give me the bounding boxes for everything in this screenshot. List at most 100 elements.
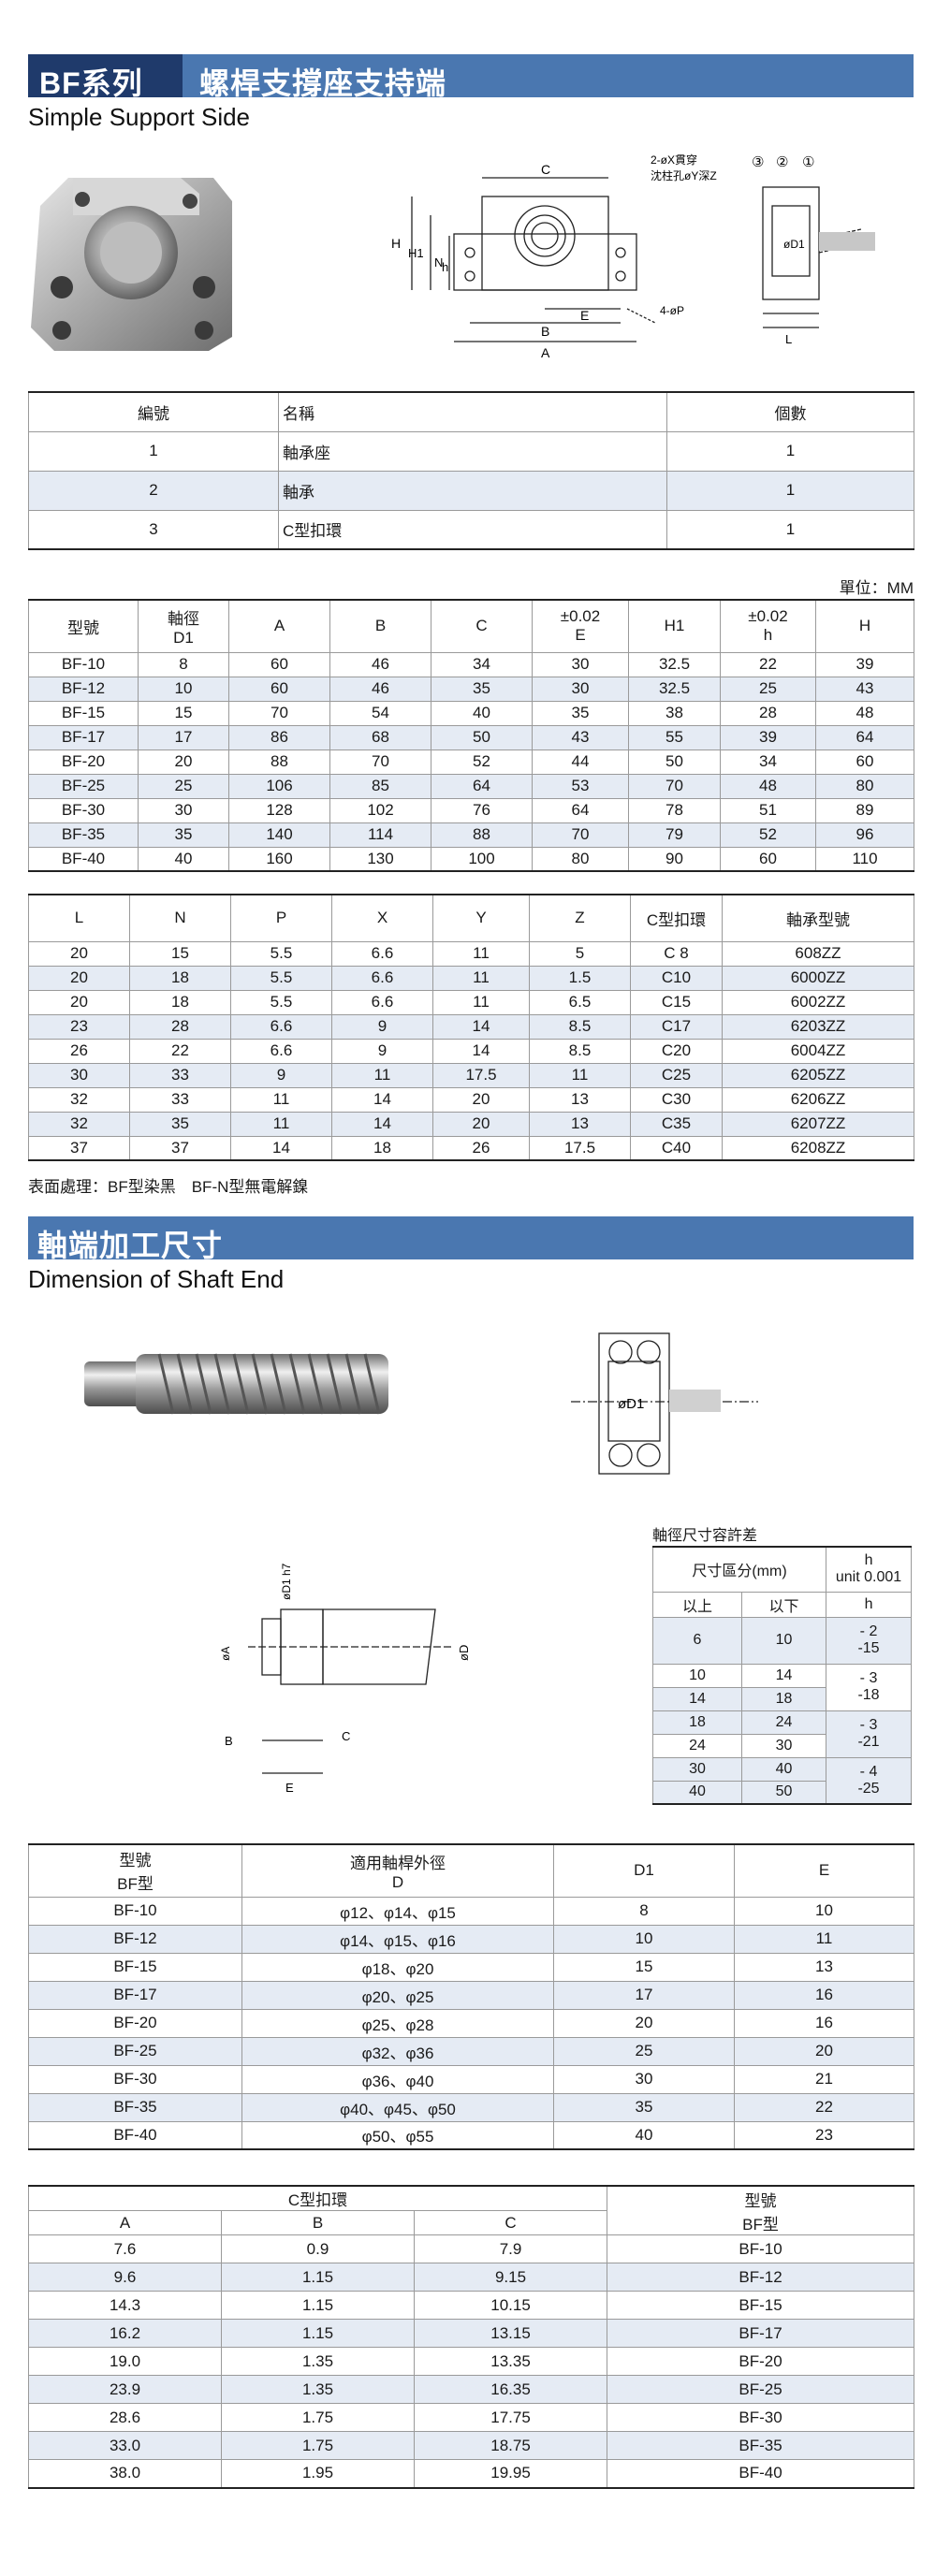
shaft-row-cell: 8 <box>553 1896 735 1926</box>
dims-row-cell: 10 <box>138 676 229 702</box>
tol-cell: - 2 -15 <box>826 1616 913 1665</box>
dims-row-cell: 8 <box>138 651 229 677</box>
shaft-row-cell: 20 <box>734 2036 914 2066</box>
parts-header-qty: 個數 <box>666 391 914 432</box>
dims-row-cell: 34 <box>431 651 533 677</box>
dims-row-cell: 46 <box>329 676 431 702</box>
dims2-row-cell: 11 <box>331 1062 433 1088</box>
dims-row-cell: 64 <box>431 773 533 799</box>
dims-row-cell: 53 <box>532 773 629 799</box>
dims2-row-cell: 15 <box>129 940 231 967</box>
dims-row-cell: 90 <box>628 846 721 872</box>
dims-row-cell: 89 <box>815 797 914 823</box>
dims-row-cell: 106 <box>228 773 330 799</box>
tol-cell: 14 <box>740 1663 827 1688</box>
clip-row-cell: BF-30 <box>607 2403 915 2432</box>
dims2-header-bearing: 軸承型號 <box>722 894 914 942</box>
banner-series-block <box>28 54 183 97</box>
drawing-b-label: B <box>541 324 549 339</box>
shaft-d-label: øD <box>457 1645 471 1661</box>
side-d1-label: øD1 <box>783 238 805 251</box>
tol-cell: 24 <box>652 1733 742 1758</box>
dims2-row-cell: 9 <box>331 1013 433 1040</box>
dims-row-cell: 60 <box>815 749 914 775</box>
dims2-row-cell: 13 <box>529 1111 631 1137</box>
dims2-row-cell: 17.5 <box>432 1062 530 1088</box>
clip-row-cell: BF-20 <box>607 2347 915 2376</box>
dims-row-cell: BF-12 <box>28 676 139 702</box>
tolerance-caption: 軸徑尺寸容許差 <box>652 1528 758 1544</box>
tol-cell: 40 <box>740 1756 827 1782</box>
shaft-row-cell: BF-25 <box>28 2036 242 2066</box>
clip-row-cell: 7.9 <box>413 2234 608 2263</box>
clip-row-cell: 1.15 <box>221 2291 415 2320</box>
dims-row-cell: BF-20 <box>28 749 139 775</box>
clip-row-cell: BF-10 <box>607 2234 915 2263</box>
dims2-row-cell: 11 <box>432 989 530 1015</box>
clip-row-cell: 38.0 <box>28 2459 222 2488</box>
clip-row-cell: BF-17 <box>607 2319 915 2348</box>
clip-group-header: C型扣環 <box>27 2185 608 2211</box>
shaft-row-cell: 13 <box>734 1952 914 1982</box>
dims-row-cell: 25 <box>138 773 229 799</box>
dims-row-cell: 39 <box>815 651 914 677</box>
drawing-c-label: C <box>541 162 550 177</box>
dims2-row-cell: 28 <box>129 1013 231 1040</box>
dims-row-cell: 130 <box>329 846 431 872</box>
dims2-row-cell: 37 <box>129 1135 231 1161</box>
dims-row-cell: 60 <box>228 651 330 677</box>
dims2-row-cell: 5.5 <box>230 989 332 1015</box>
dims2-row-cell: 6000ZZ <box>722 965 914 991</box>
drawing-h1-label: H1 <box>408 246 424 260</box>
dims2-row-cell: 6205ZZ <box>722 1062 914 1088</box>
clip-row-cell: 19.95 <box>413 2459 608 2488</box>
dims2-row-cell: 11 <box>432 940 530 967</box>
dims-row-cell: 80 <box>815 773 914 799</box>
shaft-row-cell: 10 <box>553 1924 735 1954</box>
dims2-row-cell: 6002ZZ <box>722 989 914 1015</box>
drawing-h-label: H <box>391 236 401 251</box>
tol-cell: 18 <box>740 1686 827 1711</box>
dims2-row-cell: 8.5 <box>529 1013 631 1040</box>
dims-row-cell: 44 <box>532 749 629 775</box>
clip-row-cell: BF-25 <box>607 2375 915 2404</box>
clip-row-cell: BF-40 <box>607 2459 915 2488</box>
shaft-row-cell: 23 <box>734 2120 914 2150</box>
dims2-row-cell: 32 <box>28 1086 130 1113</box>
tol-cell: 30 <box>652 1756 742 1782</box>
dims2-row-cell: 20 <box>432 1086 530 1113</box>
shaft-row-cell: 40 <box>553 2120 735 2150</box>
dims-row-cell: 96 <box>815 822 914 848</box>
side-circle-3: ③ <box>752 154 764 170</box>
tol-cell: - 3 -21 <box>826 1710 913 1758</box>
dims2-row-cell: 37 <box>28 1135 130 1161</box>
dims-row-cell: 80 <box>532 846 629 872</box>
dims2-row-cell: C30 <box>630 1086 723 1113</box>
dims2-row-cell: 6004ZZ <box>722 1038 914 1064</box>
drawing-hsmall-label: h <box>442 260 448 274</box>
dims-row-cell: 35 <box>532 700 629 726</box>
shaft-e-label: E <box>285 1781 294 1795</box>
clip-header-b: B <box>221 2210 415 2235</box>
dims2-row-cell: 20 <box>28 940 130 967</box>
clip-row-cell: 33.0 <box>28 2431 222 2460</box>
